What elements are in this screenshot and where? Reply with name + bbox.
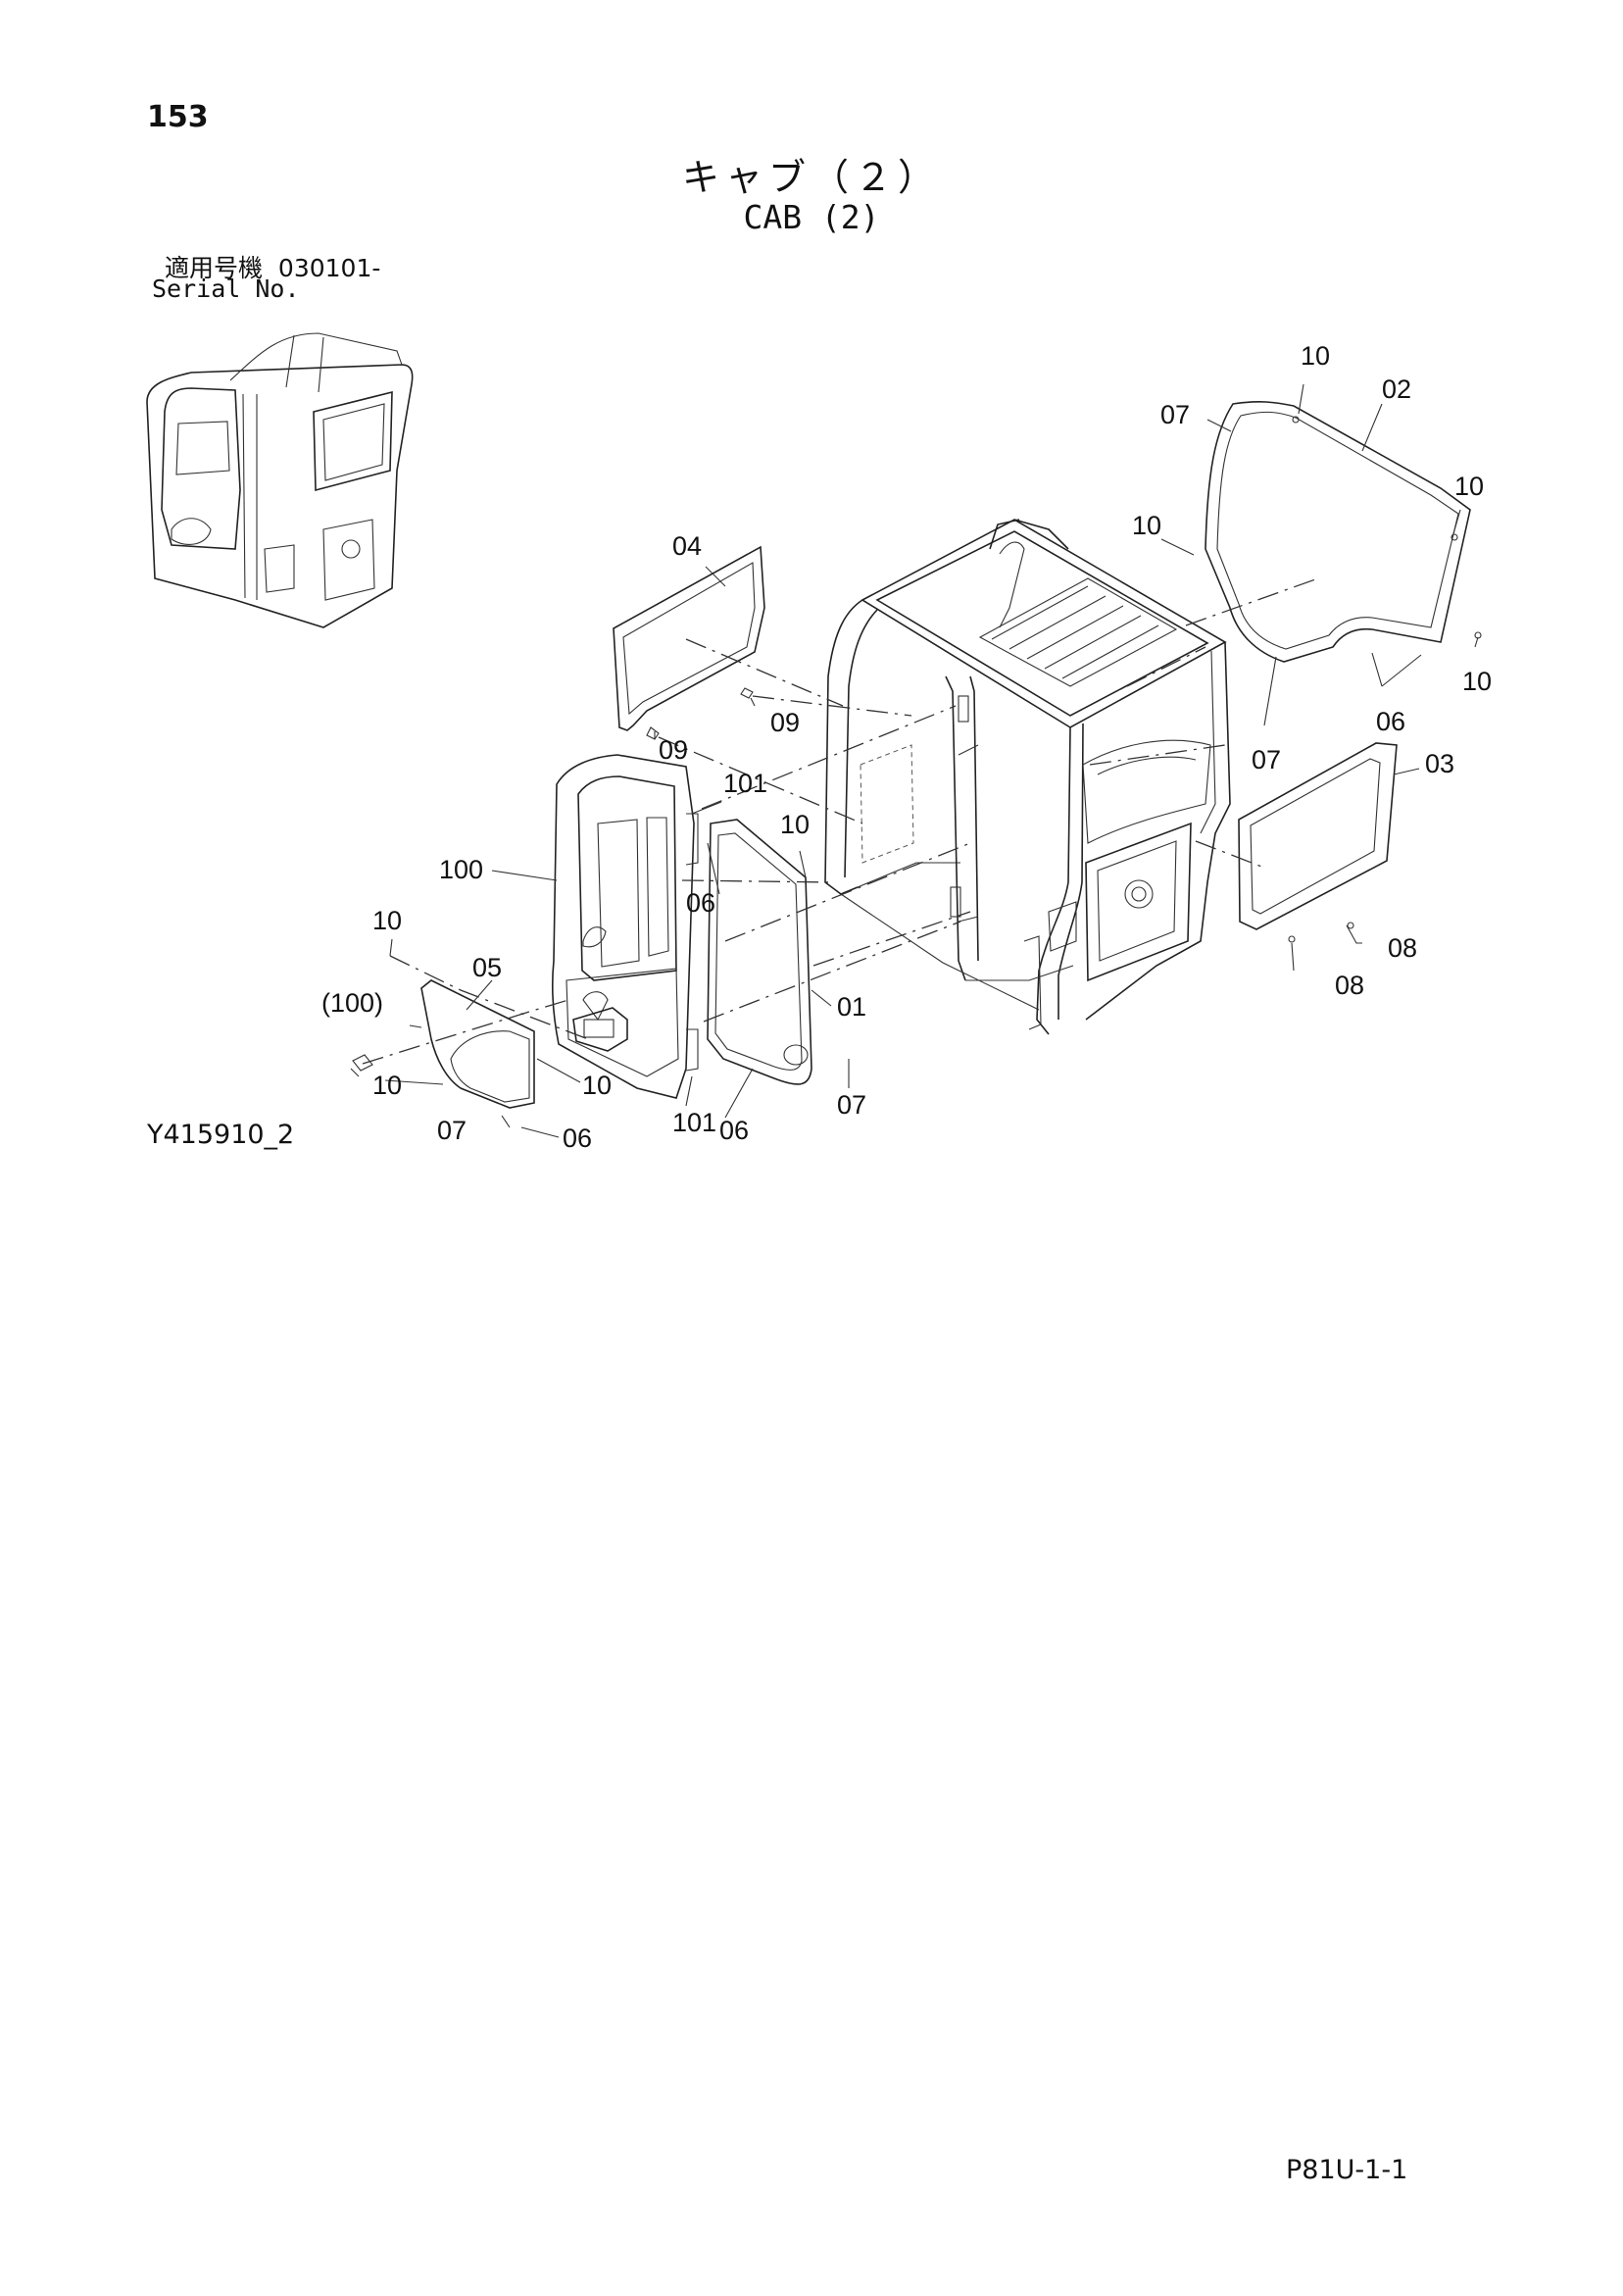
drawing-code: Y415910_2 — [147, 1120, 295, 1150]
page-code: P81U-1-1 — [1286, 2155, 1408, 2185]
part-05-lower-glass — [420, 979, 535, 1109]
callout-10-mid: 10 — [1132, 511, 1161, 540]
part-03-rear-glass — [1238, 742, 1398, 930]
callout-06-right: 06 — [1376, 707, 1405, 736]
callout-03: 03 — [1425, 749, 1454, 778]
serial-line-japanese: 適用号機 030101- — [165, 249, 380, 284]
title-japanese: キャブ（２） — [681, 156, 941, 199]
callout-100: 100 — [439, 855, 483, 884]
callout-09-left: 09 — [659, 735, 688, 765]
callout-101-top: 101 — [723, 769, 767, 798]
part-02-side-glass — [1205, 401, 1471, 663]
part-01-door-glass — [707, 819, 812, 1085]
callout-07-lower-left: 07 — [437, 1116, 467, 1145]
callout-10-lower: 10 — [582, 1071, 612, 1100]
callout-101-bottom: 101 — [672, 1108, 716, 1137]
callout-07-top: 07 — [1160, 400, 1190, 429]
callout-10-top: 10 — [1301, 341, 1330, 371]
callout-07-lower: 07 — [837, 1090, 866, 1120]
callout-08-left: 08 — [1335, 971, 1364, 1000]
callout-10-right: 10 — [1454, 472, 1484, 501]
part-100-door — [552, 754, 699, 1099]
page-number: 153 — [147, 100, 209, 134]
part-04-upper-glass — [613, 545, 765, 731]
callout-09-right: 09 — [770, 708, 800, 737]
fasteners — [350, 416, 1482, 1077]
callout-100-ref: (100) — [321, 988, 383, 1018]
callout-10-left: 10 — [372, 906, 402, 935]
callout-06-bottom: 06 — [719, 1116, 749, 1145]
serial-label-ja: 適用号機 — [165, 254, 264, 282]
callout-10-lower-left: 10 — [372, 1071, 402, 1100]
callout-02: 02 — [1382, 374, 1411, 404]
callout-labels: 10 02 07 10 10 10 06 07 03 04 09 09 101 … — [321, 341, 1492, 1153]
callout-07-right: 07 — [1252, 745, 1281, 774]
callout-08-right: 08 — [1388, 933, 1417, 963]
callout-06-door: 06 — [686, 888, 715, 918]
callout-05: 05 — [472, 953, 502, 982]
serial-label-en: Serial No. — [152, 275, 300, 303]
callout-10-door: 10 — [780, 810, 810, 839]
cab-frame — [824, 519, 1231, 1035]
center-lines — [362, 577, 1319, 1065]
callout-04: 04 — [672, 531, 702, 561]
serial-value: 030101- — [277, 254, 381, 282]
cab-thumbnail — [146, 332, 414, 628]
callout-10-farright: 10 — [1462, 667, 1492, 696]
leader-lines — [384, 383, 1479, 1138]
callout-01: 01 — [837, 992, 866, 1022]
callout-06-lower: 06 — [563, 1123, 592, 1153]
title-english: CAB (2) — [743, 198, 880, 236]
